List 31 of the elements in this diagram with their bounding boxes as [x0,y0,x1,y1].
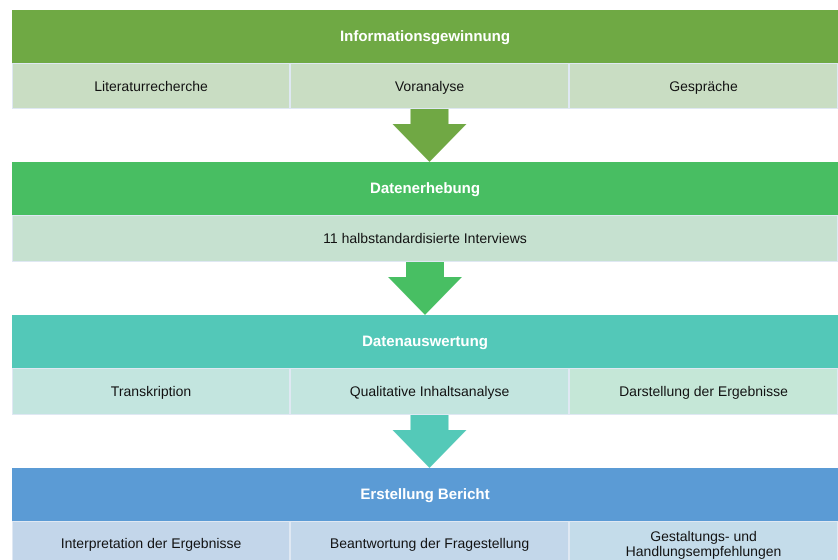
phase-header [12,468,838,521]
step-label: Qualitative Inhaltsanalyse [350,384,510,399]
step-label: Literaturrecherche [94,78,208,94]
block-arrow [392,109,466,162]
step-label: Transkription [110,384,192,399]
phase-header [12,315,838,368]
step-box [12,368,290,415]
block-arrow [388,262,462,315]
step-box [12,63,290,109]
block-arrow [392,415,466,468]
step-label: 11 halbstandardisierte Interviews [323,231,527,246]
phase-title: Informationsgewinnung [340,28,510,45]
step-label: Interpretation der Ergebnisse [60,536,242,551]
phase-title: Datenauswertung [362,333,488,350]
phase-header [12,162,838,215]
phase-title: Erstellung Bericht [360,486,490,503]
step-box [290,63,569,109]
step-box [569,368,838,415]
step-box [290,368,569,415]
step-label: Gespräche [669,78,738,94]
step-box [12,215,838,262]
phase-header [12,10,838,63]
step-label: Darstellung der Ergebnisse [619,384,788,399]
step-box [569,63,838,109]
step-label: Gestaltungs- und Handlungsempfehlungen [624,528,782,558]
step-box [12,521,290,560]
step-box [569,521,838,560]
step-box [290,521,569,560]
step-label: Beantwortung der Fragestellung [330,536,530,551]
step-label: Voranalyse [394,78,464,94]
phase-title: Datenerhebung [370,180,480,197]
